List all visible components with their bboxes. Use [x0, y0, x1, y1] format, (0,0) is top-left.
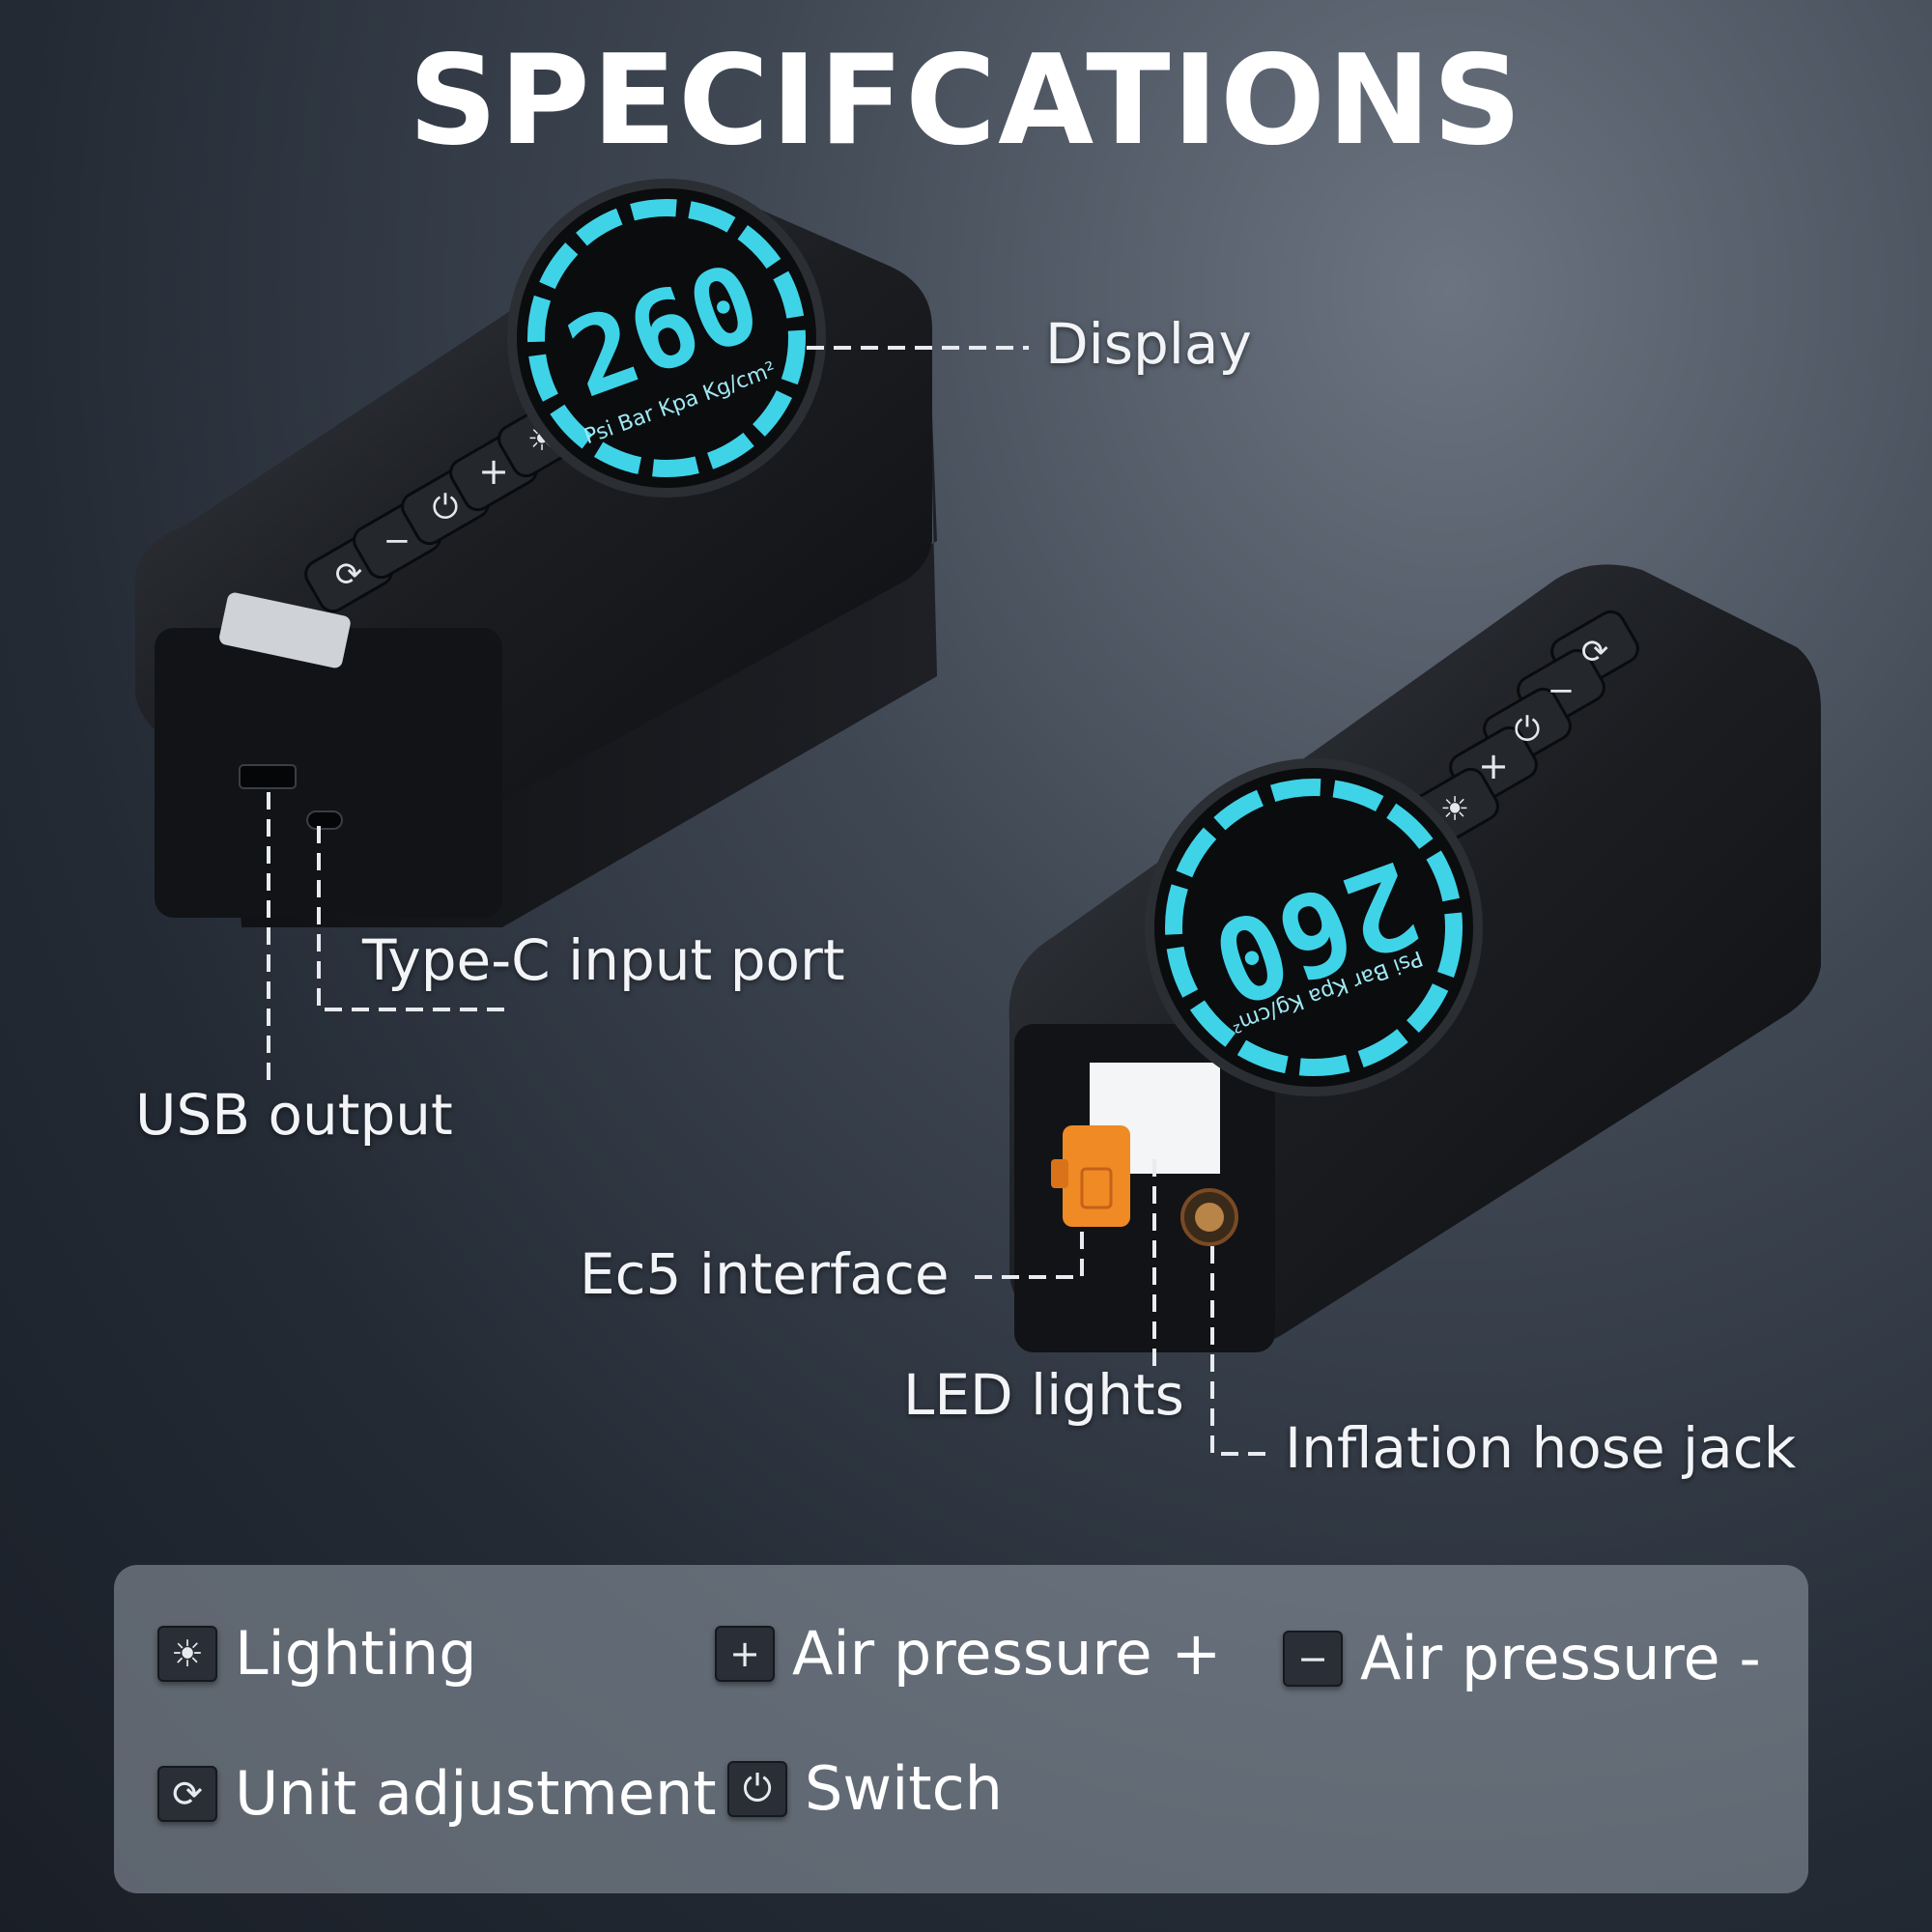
legend-item-switch: ⏻ Switch [727, 1753, 1003, 1824]
legend-label-switch: Switch [805, 1753, 1003, 1824]
plus-icon: + [715, 1625, 775, 1682]
svg-text:+: + [478, 450, 509, 493]
svg-text:−: − [1548, 671, 1576, 710]
minus-icon: − [1283, 1630, 1343, 1687]
svg-text:⟳: ⟳ [335, 555, 363, 594]
ec5-connector [1051, 1125, 1130, 1227]
svg-text:−: − [384, 522, 412, 560]
left-device: ⟳ − ⏻ + ☀ 260 Psi Bar Kpa Kg/cm² [135, 179, 937, 927]
legend-label-air-pressure-plus: Air pressure + [792, 1618, 1222, 1689]
legend-item-lighting: ☀ Lighting [157, 1618, 477, 1689]
left-device-led-strip [219, 592, 351, 668]
left-display: 260 Psi Bar Kpa Kg/cm² [507, 179, 826, 497]
legend-label-unit-adjustment: Unit adjustment [235, 1758, 717, 1829]
usb-port [239, 764, 297, 789]
svg-text:⏻: ⏻ [433, 488, 459, 526]
bulb-icon: ☀ [157, 1625, 217, 1682]
leader-type-c [317, 826, 507, 1011]
page-title: SPECIFCATIONS [408, 29, 1524, 173]
svg-text:+: + [1478, 745, 1509, 787]
callout-ec5-interface: Ec5 interface [580, 1241, 950, 1307]
callout-inflation-hose-jack: Inflation hose jack [1285, 1415, 1797, 1481]
legend-label-lighting: Lighting [235, 1618, 477, 1689]
svg-text:⟳: ⟳ [1581, 633, 1609, 671]
callout-type-c-input-port: Type-C input port [362, 927, 845, 993]
right-display: 260 Psi Bar Kpa Kg/cm² [1145, 758, 1483, 1096]
left-device-front-face [155, 628, 502, 918]
callout-display: Display [1045, 311, 1252, 377]
inflation-hose-jack [1180, 1188, 1238, 1246]
leader-hose [1210, 1246, 1273, 1456]
legend-item-unit-adjustment: ⟳ Unit adjustment [157, 1758, 717, 1829]
legend-item-air-pressure-plus: + Air pressure + [715, 1618, 1221, 1689]
left-device-side [135, 290, 937, 927]
power-icon: ⏻ [727, 1760, 787, 1817]
button-legend-panel: ☀ Lighting + Air pressure + − Air pressu… [114, 1565, 1808, 1893]
callout-usb-output: USB output [135, 1082, 453, 1148]
right-button-strip: ⟳ − ⏻ + ☀ [1410, 610, 1639, 848]
type-c-port [306, 810, 343, 830]
svg-text:⏻: ⏻ [1515, 710, 1541, 749]
legend-label-air-pressure-minus: Air pressure - [1360, 1623, 1761, 1693]
leader-lines [267, 346, 1273, 1456]
legend-item-air-pressure-minus: − Air pressure - [1283, 1623, 1761, 1693]
cycle-icon: ⟳ [157, 1765, 217, 1822]
callout-led-lights: LED lights [903, 1362, 1184, 1428]
right-device: ⟳ − ⏻ + ☀ 260 Psi Bar Kpa Kg/cm² [1009, 564, 1821, 1352]
leader-ec5 [966, 1232, 1084, 1279]
